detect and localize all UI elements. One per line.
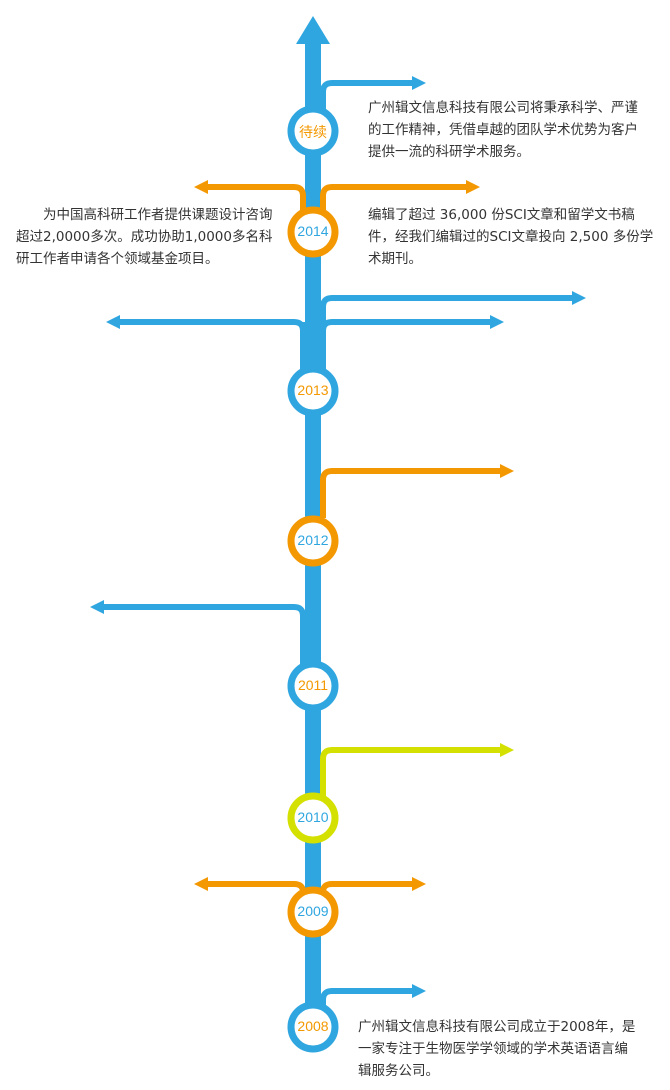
branch-2009-right xyxy=(320,881,416,893)
description-2014-right: 编辑了超过 36,000 份SCI文章和留学文书稿件，经我们编辑过的SCI文章投… xyxy=(368,207,654,267)
arrow-right-icon xyxy=(500,743,514,757)
arrow-left-icon xyxy=(194,180,208,194)
year-node-ring xyxy=(287,515,339,567)
arrow-right-icon xyxy=(412,76,426,90)
year-node-ring xyxy=(287,365,339,417)
year-node-label: 2011 xyxy=(297,677,329,693)
year-node-ring xyxy=(287,792,339,844)
description-future: 广州辑文信息科技有限公司将秉承科学、严谨的工作精神，凭借卓越的团队学术优势为客户… xyxy=(368,100,638,160)
arrow-right-icon xyxy=(500,464,514,478)
year-node-label: 2008 xyxy=(297,1018,329,1034)
year-node-label: 2014 xyxy=(297,223,329,239)
year-node-label: 2013 xyxy=(297,382,329,398)
year-node-ring xyxy=(287,1001,339,1053)
year-node-label: 2012 xyxy=(297,532,329,548)
year-node-ring xyxy=(287,105,339,157)
branch-2010-right xyxy=(320,747,504,796)
description-2014-left: 为中国高科研工作者提供课题设计咨询超过2,0000多次。成功协助1,0000多名… xyxy=(16,207,273,267)
spine-arrow-up-icon xyxy=(296,16,330,44)
branch-2009-left xyxy=(204,881,306,893)
arrow-right-icon xyxy=(466,180,480,194)
year-node-ring xyxy=(287,206,339,258)
year-node-label: 待续 xyxy=(299,124,327,140)
arrow-left-icon xyxy=(106,315,120,329)
arrow-right-icon xyxy=(412,877,426,891)
branch-2011-left xyxy=(100,604,306,664)
arrow-left-icon xyxy=(90,600,104,614)
branch-2013-right-upper xyxy=(320,295,576,340)
year-node-ring xyxy=(287,660,339,712)
year-node-label: 2009 xyxy=(297,903,329,919)
year-node-ring xyxy=(287,886,339,938)
branch-2012-right xyxy=(320,468,504,518)
branch-2013-right-lower xyxy=(320,319,494,340)
branch-2008-right xyxy=(320,988,416,1006)
arrow-right-icon xyxy=(572,291,586,305)
arrow-right-icon xyxy=(490,315,504,329)
arrow-right-icon xyxy=(412,984,426,998)
branch-2013-left xyxy=(116,319,306,370)
description-2008: 广州辑文信息科技有限公司成立于2008年，是一家专注于生物医学学领域的学术英语语… xyxy=(358,1019,636,1079)
year-node-label: 2010 xyxy=(297,809,329,825)
branch-2014-right xyxy=(320,184,470,212)
arrow-left-icon xyxy=(194,877,208,891)
branch-2014-left xyxy=(204,184,306,212)
branch-future-right xyxy=(320,80,416,110)
